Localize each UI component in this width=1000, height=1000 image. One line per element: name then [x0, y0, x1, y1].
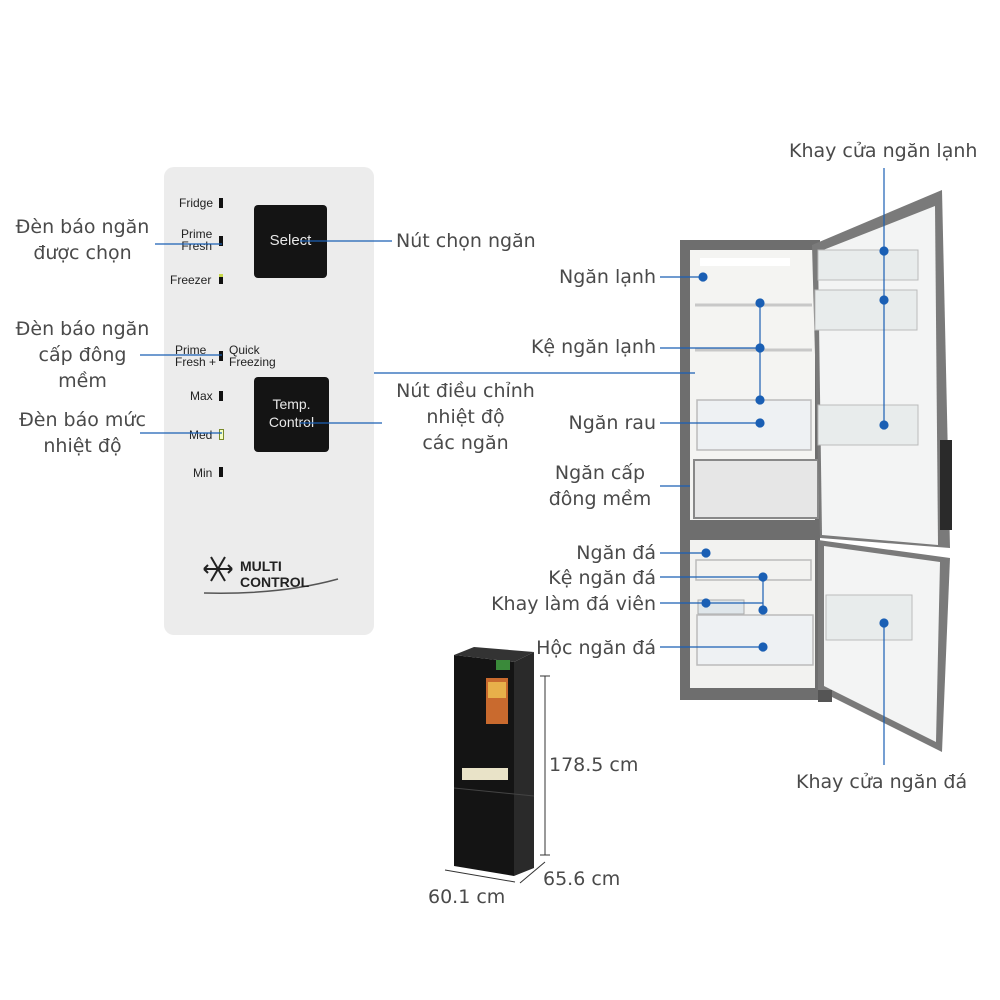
label-nut-dieu-chinh: Nút điều chỉnh nhiệt độ các ngăn: [388, 378, 543, 456]
indicator-fridge-label: Fridge: [179, 196, 214, 210]
fresh-text: Fresh: [181, 239, 213, 253]
level-max-led: [219, 391, 223, 401]
temp-button-line2: Control: [268, 414, 315, 430]
label-ngan-rau: Ngăn rau: [568, 412, 657, 434]
label-ngan-da: Ngăn đá: [576, 542, 656, 564]
label-ke-ngan-da: Kệ ngăn đá: [548, 567, 656, 589]
label-khay-lam-da-vien: Khay làm đá viên: [491, 593, 656, 615]
dimension-height: 178.5 cm: [549, 754, 639, 776]
label-ngan-cap-dong-mem: Ngăn cấp đông mềm: [540, 460, 660, 512]
line: được chọn: [33, 242, 132, 264]
indicator-fridge-led: [219, 198, 223, 208]
level-med-led: [219, 429, 224, 440]
label-den-bao-ngan-duoc-chon: Đèn báo ngăn được chọn: [10, 214, 155, 266]
prime-fresh-plus-line1: Prime: [175, 343, 207, 357]
label-khay-cua-ngan-da: Khay cửa ngăn đá: [796, 771, 968, 793]
dimension-width: 60.1 cm: [428, 886, 506, 908]
label-ngan-lanh: Ngăn lạnh: [558, 266, 656, 288]
prime-fresh-plus-label: Prime Fresh +: [175, 344, 216, 368]
label-nut-chon-ngan: Nút chọn ngăn: [396, 230, 536, 252]
label-den-bao-muc-nhiet-do: Đèn báo mức nhiệt độ: [10, 407, 155, 459]
multi-control-logo: MULTI CONTROL: [200, 551, 350, 601]
level-min-label: Min: [193, 466, 213, 480]
line: Đèn báo ngăn: [15, 216, 150, 238]
level-min-led: [219, 467, 223, 477]
label-hoc-ngan-da: Hộc ngăn đá: [536, 637, 656, 659]
label-ke-ngan-lanh: Kệ ngăn lạnh: [530, 336, 656, 358]
line: Đèn báo ngăn: [15, 318, 150, 340]
indicator-freezer-label: Freezer: [170, 273, 212, 287]
line: Ngăn cấp: [554, 462, 646, 484]
label-khay-cua-ngan-lanh: Khay cửa ngăn lạnh: [789, 140, 978, 162]
small-fridge-image: [453, 647, 535, 876]
quick-freezing-line1: Quick: [229, 343, 260, 357]
quick-freezing-label: Quick Freezing: [229, 344, 276, 368]
prime-fresh-plus-led: [219, 351, 223, 361]
temp-button-line1: Temp.: [272, 396, 311, 412]
line: cấp đông: [38, 344, 127, 366]
prime-text: Prime: [181, 227, 213, 241]
level-med-label: Med: [189, 428, 213, 442]
logo-text-control: CONTROL: [240, 574, 310, 590]
line: mềm: [58, 370, 107, 392]
label-den-bao-ngan-cap-dong-mem: Đèn báo ngăn cấp đông mềm: [10, 316, 155, 394]
indicator-freezer-led: [219, 274, 223, 284]
indicator-prime-fresh-led: [219, 236, 223, 246]
dimension-lines: [444, 675, 550, 884]
line: nhiệt độ: [426, 406, 505, 428]
line: các ngăn: [422, 432, 509, 454]
level-max-label: Max: [190, 389, 213, 403]
line: đông mềm: [548, 488, 652, 510]
quick-freezing-line2: Freezing: [229, 355, 276, 369]
logo-text-multi: MULTI: [240, 558, 282, 574]
big-fridge-image: [680, 190, 952, 752]
line: Đèn báo mức: [19, 409, 146, 431]
line: Nút điều chỉnh: [396, 380, 535, 402]
dimension-depth: 65.6 cm: [543, 868, 621, 890]
select-button-label: Select: [269, 232, 312, 249]
indicator-prime-fresh-label: Prime Fresh: [181, 228, 212, 252]
prime-fresh-plus-line2: Fresh +: [175, 355, 217, 369]
callout-lines: [140, 168, 889, 765]
temp-control-button[interactable]: Temp. Control: [254, 377, 329, 452]
line: nhiệt độ: [43, 435, 122, 457]
